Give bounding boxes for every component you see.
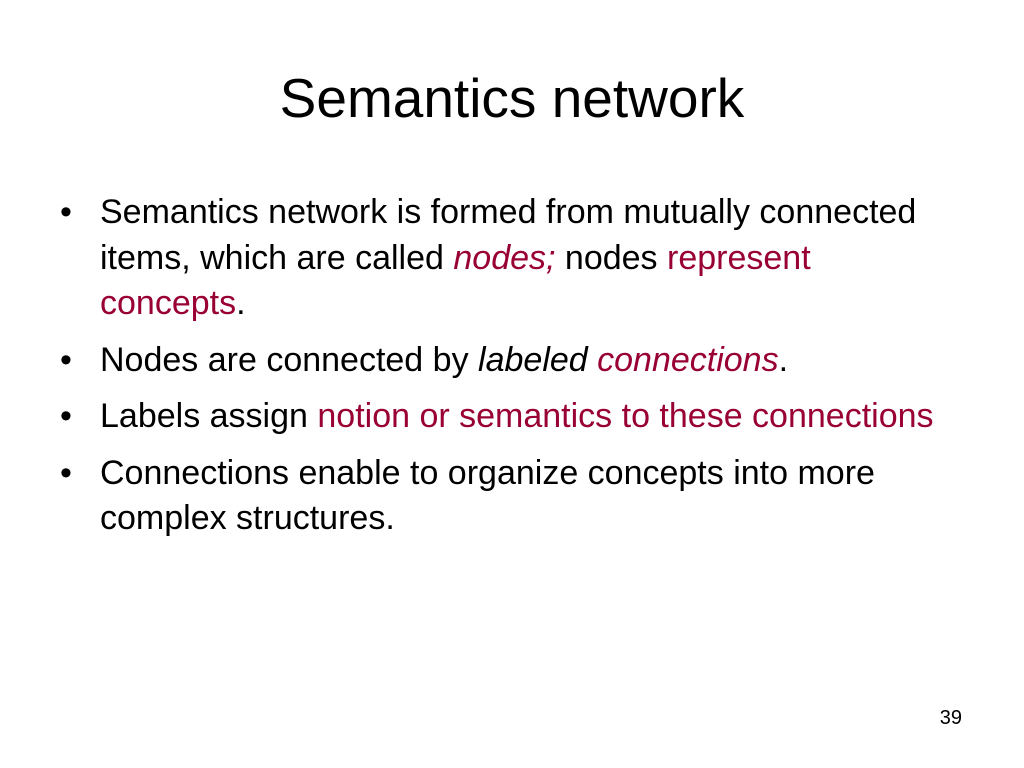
bullet-text: Nodes are connected by labeled connectio…	[100, 341, 788, 379]
bullet-dot-icon: •	[60, 397, 72, 435]
bullet-item: • Labels assign notion or semantics to t…	[60, 394, 960, 440]
emphasis-represent-concepts: represent concepts	[100, 238, 811, 323]
slide-title: Semantics network	[279, 67, 745, 129]
bullet-dot-icon: •	[60, 193, 72, 231]
text-segment	[588, 341, 597, 379]
bullet-item: • Nodes are connected by labeled connect…	[60, 338, 960, 384]
emphasis-notion: notion or semantics to these connections	[317, 397, 934, 435]
bullet-item: • Connections enable to organize concept…	[60, 451, 960, 542]
text-segment: .	[236, 284, 246, 322]
emphasis-connections: connections	[597, 340, 779, 379]
text-segment: Labels assign	[100, 397, 318, 435]
page-number: 39	[939, 707, 962, 729]
bullet-text: Connections enable to organize concepts …	[100, 454, 875, 538]
text-segment: .	[778, 340, 789, 379]
text-segment: Connections enable to organize concepts …	[100, 453, 875, 538]
bullet-list: • Semantics network is formed from mutua…	[60, 190, 960, 553]
bullet-item: • Semantics network is formed from mutua…	[60, 190, 960, 327]
bullet-text: Labels assign notion or semantics to the…	[100, 397, 934, 435]
text-segment: Semantics network is formed from mutuall…	[100, 193, 917, 277]
text-segment: nodes	[555, 238, 667, 277]
bullet-dot-icon: •	[60, 340, 72, 379]
emphasis-labeled: labeled	[478, 340, 588, 379]
bullet-text: Semantics network is formed from mutuall…	[100, 193, 916, 322]
emphasis-nodes: nodes;	[453, 238, 556, 277]
bullet-dot-icon: •	[60, 453, 72, 492]
text-segment: Nodes are connected by	[100, 340, 479, 379]
